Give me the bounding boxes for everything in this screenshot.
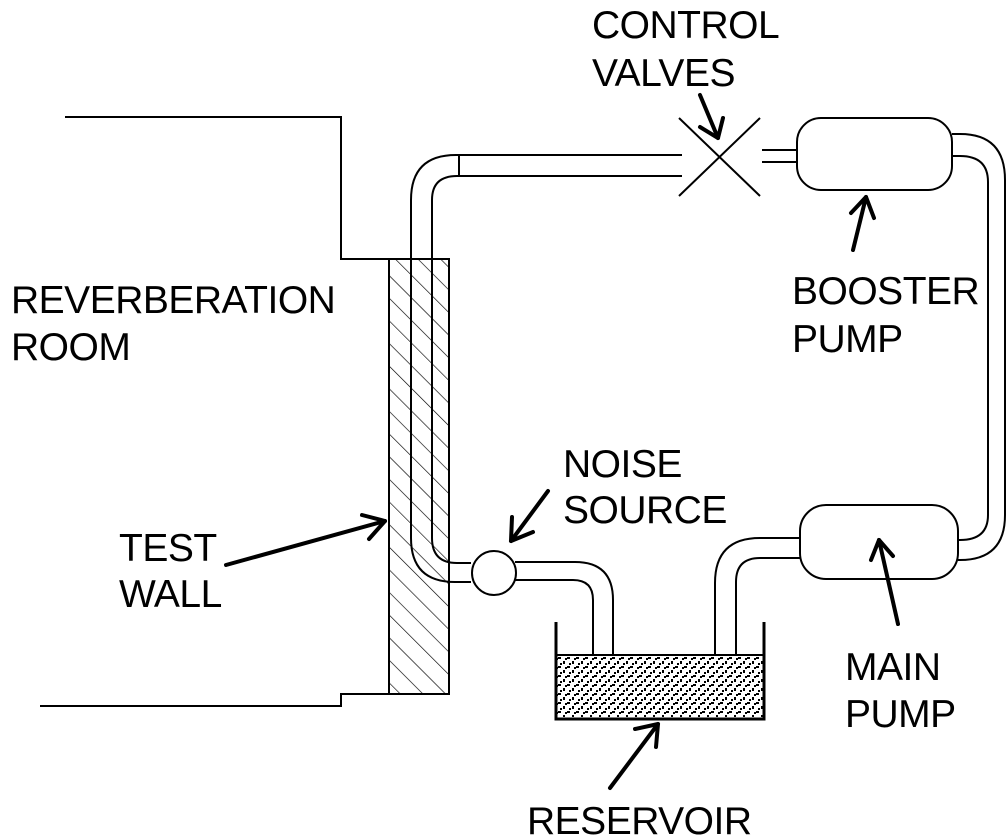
pipe-wall-to-valves <box>410 154 682 583</box>
pipe-booster-to-main <box>952 133 1006 561</box>
arrow-noise-source <box>509 489 550 543</box>
label-test-wall-line1: TEST <box>119 527 217 570</box>
label-reverberation-room: REVERBERATION ROOM <box>11 279 336 369</box>
label-test-wall-line2: WALL <box>119 573 222 616</box>
arrow-test-wall <box>224 513 387 567</box>
arrow-control-valves <box>698 93 725 140</box>
noise-source <box>471 550 517 596</box>
control-valves-symbol <box>678 117 761 197</box>
label-main-pump-line1: MAIN <box>845 646 941 689</box>
label-control-valves: CONTROL VALVES <box>592 4 780 95</box>
label-noise-source: NOISE SOURCE <box>563 443 727 532</box>
label-noise-source-line2: SOURCE <box>563 489 727 532</box>
label-noise-source-line1: NOISE <box>563 443 682 486</box>
test-wall <box>388 258 450 695</box>
label-control-valves-line2: VALVES <box>592 52 735 95</box>
label-main-pump-line2: PUMP <box>845 693 956 736</box>
label-booster-pump-line1: BOOSTER <box>792 270 979 313</box>
reservoir <box>554 622 766 721</box>
pipe-main-to-reservoir <box>714 537 800 656</box>
label-booster-pump-line2: PUMP <box>792 318 903 361</box>
arrow-main-pump <box>869 538 900 626</box>
arrow-reservoir <box>608 722 660 790</box>
arrow-booster-pump <box>849 195 876 252</box>
booster-pump <box>796 117 953 191</box>
reverberation-room-outline <box>40 116 389 707</box>
pipe-valves-to-booster <box>762 149 797 163</box>
label-main-pump: MAIN PUMP <box>845 646 956 736</box>
label-reverberation-room-line2: ROOM <box>11 326 130 369</box>
label-booster-pump: BOOSTER PUMP <box>792 270 980 361</box>
label-reservoir: RESERVOIR <box>527 800 752 837</box>
pipe-reservoir-to-noise <box>515 561 614 656</box>
label-test-wall: TEST WALL <box>119 527 222 616</box>
label-control-valves-line1: CONTROL <box>592 4 779 47</box>
label-reverberation-room-line1: REVERBERATION <box>11 279 335 322</box>
